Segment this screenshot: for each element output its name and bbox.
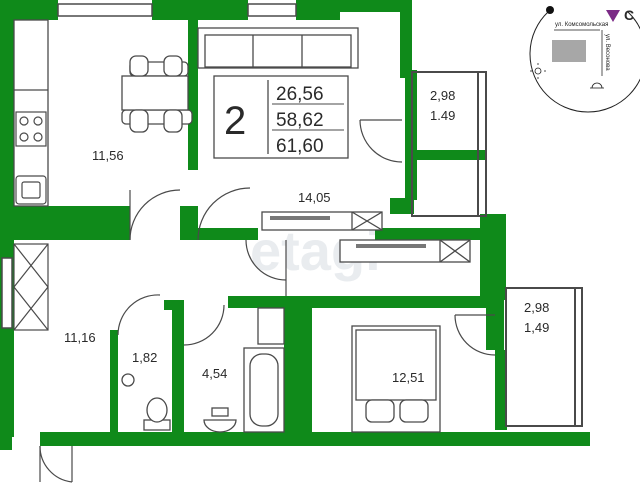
total-with-balcony-area: 61,60	[276, 136, 324, 157]
street-label-2: ул. Весонова	[604, 34, 610, 71]
living-room-area: 14,05	[298, 190, 331, 205]
kitchen-counter	[13, 19, 49, 207]
balcony-top-area-full: 2,98	[430, 88, 455, 103]
sun-icon	[530, 63, 546, 79]
sink-icon	[15, 175, 47, 205]
tv-unit-icon	[261, 211, 383, 231]
balcony-top-area-reduced: 1.49	[430, 108, 455, 123]
north-arrow-icon	[606, 10, 620, 22]
balcony-bottom-area-full: 2,98	[524, 300, 549, 315]
toilet-icon	[121, 373, 171, 431]
street-label-1: ул. Комсомольская	[555, 22, 608, 28]
balcony-bottom-frame	[505, 287, 583, 427]
balcony-bottom-area-reduced: 1,49	[524, 320, 549, 335]
bathroom-area: 4,54	[202, 366, 227, 381]
toilet-area: 1,82	[132, 350, 157, 365]
sofa-icon	[197, 27, 359, 69]
kitchen-area: 11,56	[92, 148, 124, 163]
bed-icon	[351, 325, 441, 433]
stove-icon	[15, 111, 47, 147]
walls	[0, 0, 590, 450]
bedroom-area: 12,51	[392, 370, 425, 385]
living-area: 26,56	[276, 84, 324, 105]
bathtub-icon	[243, 307, 285, 433]
hall-area: 11,16	[64, 330, 96, 345]
dining-table-icon	[121, 55, 193, 133]
windows	[1, 3, 297, 329]
compass	[529, 6, 640, 113]
sun-icon	[590, 82, 604, 89]
balcony-top-frame	[411, 71, 487, 217]
room-count: 2	[224, 99, 246, 143]
compass-north-letter: С	[624, 7, 634, 23]
washbasin-icon	[203, 407, 237, 433]
moon-icon	[546, 6, 554, 14]
info-box	[213, 75, 349, 159]
doors	[39, 119, 496, 483]
wardrobe-icon	[13, 243, 49, 331]
total-area: 58,62	[276, 110, 324, 131]
tv-unit-icon	[339, 239, 471, 263]
